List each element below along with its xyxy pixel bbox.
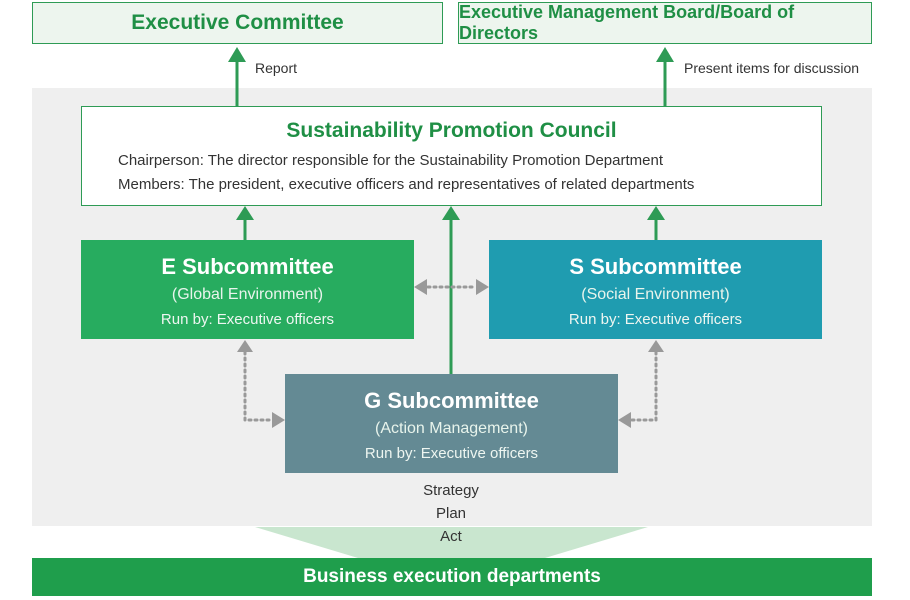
e-s-right-arrowhead	[476, 279, 489, 295]
flow-strategy: Strategy	[423, 482, 479, 499]
present-items-label: Present items for discussion	[684, 60, 860, 76]
e-s-left-arrowhead	[414, 279, 427, 295]
present-arrowhead	[656, 47, 674, 62]
s-subcommittee-desc: (Social Environment)	[581, 286, 730, 303]
s-g-dotted-line	[630, 350, 658, 422]
g-subcommittee-box: G Subcommittee (Action Management) Run b…	[285, 374, 618, 473]
g-subcommittee-title: G Subcommittee	[364, 388, 539, 413]
business-execution-departments-label: Business execution departments	[303, 566, 601, 587]
council-chairperson: Chairperson: The director responsible fo…	[118, 152, 663, 169]
e-g-up-arrowhead	[237, 340, 253, 352]
s-g-left-arrowhead	[618, 412, 631, 428]
s-g-up-arrowhead	[648, 340, 664, 352]
s-subcommittee-box: S Subcommittee (Social Environment) Run …	[489, 240, 822, 339]
flow-plan: Plan	[435, 505, 467, 522]
executive-committee-label: Executive Committee	[131, 11, 344, 34]
e-subcommittee-run-by: Run by: Executive officers	[160, 311, 335, 328]
s-subcommittee-title: S Subcommittee	[569, 254, 742, 279]
report-arrowhead	[228, 47, 246, 62]
council-title: Sustainability Promotion Council	[286, 119, 617, 142]
e-g-right-arrowhead	[272, 412, 285, 428]
s-to-council-arrowhead	[647, 206, 665, 220]
s-subcommittee-run-by: Run by: Executive officers	[568, 311, 743, 328]
e-g-dotted-line	[243, 350, 274, 422]
board-label: Executive Management Board/Board of Dire…	[459, 2, 795, 43]
g-subcommittee-run-by: Run by: Executive officers	[364, 445, 539, 462]
e-subcommittee-title: E Subcommittee	[161, 254, 334, 279]
e-subcommittee-desc: (Global Environment)	[171, 286, 324, 303]
flow-act: Act	[440, 528, 462, 545]
g-to-council-arrowhead	[442, 206, 460, 220]
g-subcommittee-desc: (Action Management)	[375, 420, 528, 437]
e-subcommittee-box: E Subcommittee (Global Environment) Run …	[81, 240, 414, 339]
report-label: Report	[255, 60, 298, 76]
executive-committee-box: Executive Committee	[32, 2, 443, 44]
council-members: Members: The president, executive office…	[118, 176, 695, 193]
board-box: Executive Management Board/Board of Dire…	[458, 2, 872, 44]
e-to-council-arrowhead	[236, 206, 254, 220]
business-execution-departments-bar: Business execution departments	[32, 558, 872, 596]
sustainability-promotion-council-box: Sustainability Promotion Council Chairpe…	[81, 106, 822, 206]
